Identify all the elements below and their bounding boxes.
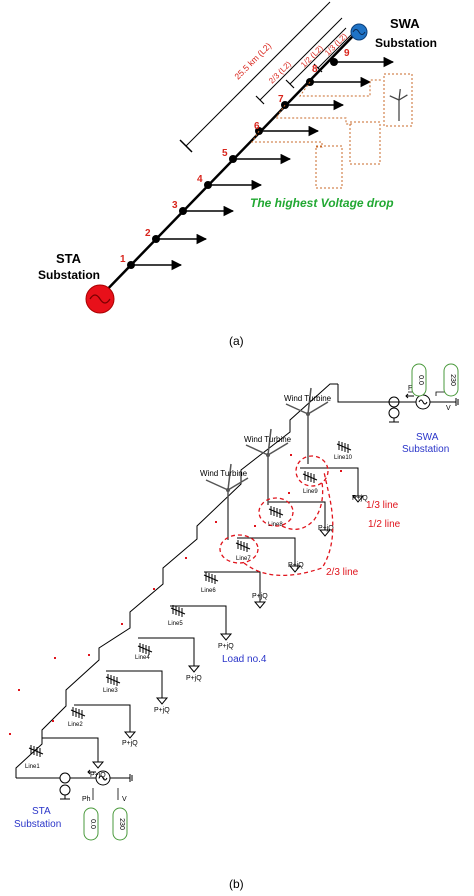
turbine-connections [251,73,413,189]
line-label-3: Line3 [103,688,118,694]
line-label-1: Line1 [25,764,40,770]
load-label-3: P+jQ [154,707,170,714]
dimension-lines [179,1,353,153]
swa-label-b-line2: Substation [402,444,449,455]
load-label-2: P+jQ [122,740,138,747]
load-label-6: P+jQ [252,593,268,600]
sta-source-a [85,284,115,314]
sta-ph-value: 0.0 [89,819,96,829]
swa-v-value: 230 [449,374,456,386]
sta-source-b [16,769,133,800]
bus-number-9: 9 [344,48,350,59]
load-label-9: P+jQ [352,495,368,502]
line-label-9: Line9 [303,489,318,495]
line-label-4: Line4 [135,655,150,661]
sta-value-pins [92,788,119,800]
wind-turbine-icon [389,89,408,122]
sta-pin-ph: Ph [82,796,91,803]
fraction-label-half: 1/2 line [368,519,401,530]
highlight-text: The highest Voltage drop [250,196,394,210]
load-label-1: P+jQ [90,772,106,779]
feeder-trunk-b [15,383,338,778]
panel-a-label: (a) [229,334,244,348]
sta-label-b-line2: Substation [14,819,61,830]
load-annotation: Load no.4 [222,654,267,665]
load-label-7: P+jQ [288,562,304,569]
line-label-2: Line2 [68,722,83,728]
fraction-label-third: 1/3 line [366,500,399,511]
swa-label-a-line2: Substation [375,36,437,50]
load-branches-b [42,467,359,752]
swa-label-b-line1: SWA [416,432,439,443]
wind-turbine-label-2: Wind Turbine [244,435,292,444]
sta-v-pill: 230 [112,807,128,841]
bus-4: 4 [197,174,263,191]
wind-turbine-label-1: Wind Turbine [200,469,248,478]
load-label-4: P+jQ [186,675,202,682]
line-label-7: Line7 [236,556,251,562]
dashed-highlights-b [219,455,334,577]
swa-pin-v: V [446,405,451,412]
bus-7: 7 [278,94,345,111]
sta-v-value: 230 [118,818,125,830]
swa-source-b [337,384,459,423]
red-markers-b [9,454,342,735]
load-label-8: P+jQ [318,525,334,532]
sta-ph-pill: 0.0 [83,807,99,841]
main-feeder-a [98,33,356,299]
swa-source-a [350,23,368,41]
line-label-5: Line5 [168,621,183,627]
sta-pin-v: V [122,796,127,803]
line-label-10: Line10 [334,455,353,461]
bus-2: 2 [145,228,208,245]
bus-number-8: 8 [312,64,318,75]
distance-label-two-thirds: 2/3 (L2) [267,59,293,85]
bus-number-3: 3 [172,200,178,211]
bus-1: 1 [120,254,183,271]
distance-label-full: 25.5 km (L2) [232,40,273,81]
load-label-5: P+jQ [218,643,234,650]
bus-number-6: 6 [254,121,260,132]
line-label-8: Line8 [268,522,283,528]
swa-v-pill: 230 [443,363,459,397]
panel-a: 25.5 km (L2) 2/3 (L2) 1/2 (L2) 1/3 (L2) … [38,1,437,348]
sta-label-a-line1: STA [56,251,82,266]
bus-number-4: 4 [197,174,203,185]
bus-number-1: 1 [120,254,126,265]
fraction-label-two-thirds: 2/3 line [326,567,359,578]
panel-b: Line1 Line2 Line3 Line4 Line5 Line6 Line… [9,363,459,891]
load-labels-b: P+jQ P+jQ P+jQ P+jQ P+jQ P+jQ P+jQ P+jQ … [90,495,368,779]
bus-number-2: 2 [145,228,151,239]
panel-b-label: (b) [229,877,244,891]
swa-ph-value: 0.0 [417,375,424,385]
line-label-6: Line6 [201,588,216,594]
wind-turbine-label-3: Wind Turbine [284,394,332,403]
bus-number-5: 5 [222,148,228,159]
line-labels-b: Line1 Line2 Line3 Line4 Line5 Line6 Line… [25,455,353,770]
bus-number-7: 7 [278,94,284,105]
sta-label-a-line2: Substation [38,268,100,282]
bus-3: 3 [172,200,235,217]
swa-ph-pill: 0.0 [411,363,427,397]
bus-9: 9 [330,48,395,68]
bus-5: 5 [222,148,292,165]
sta-label-b-line1: STA [32,806,51,817]
swa-label-a-line1: SWA [390,16,420,31]
